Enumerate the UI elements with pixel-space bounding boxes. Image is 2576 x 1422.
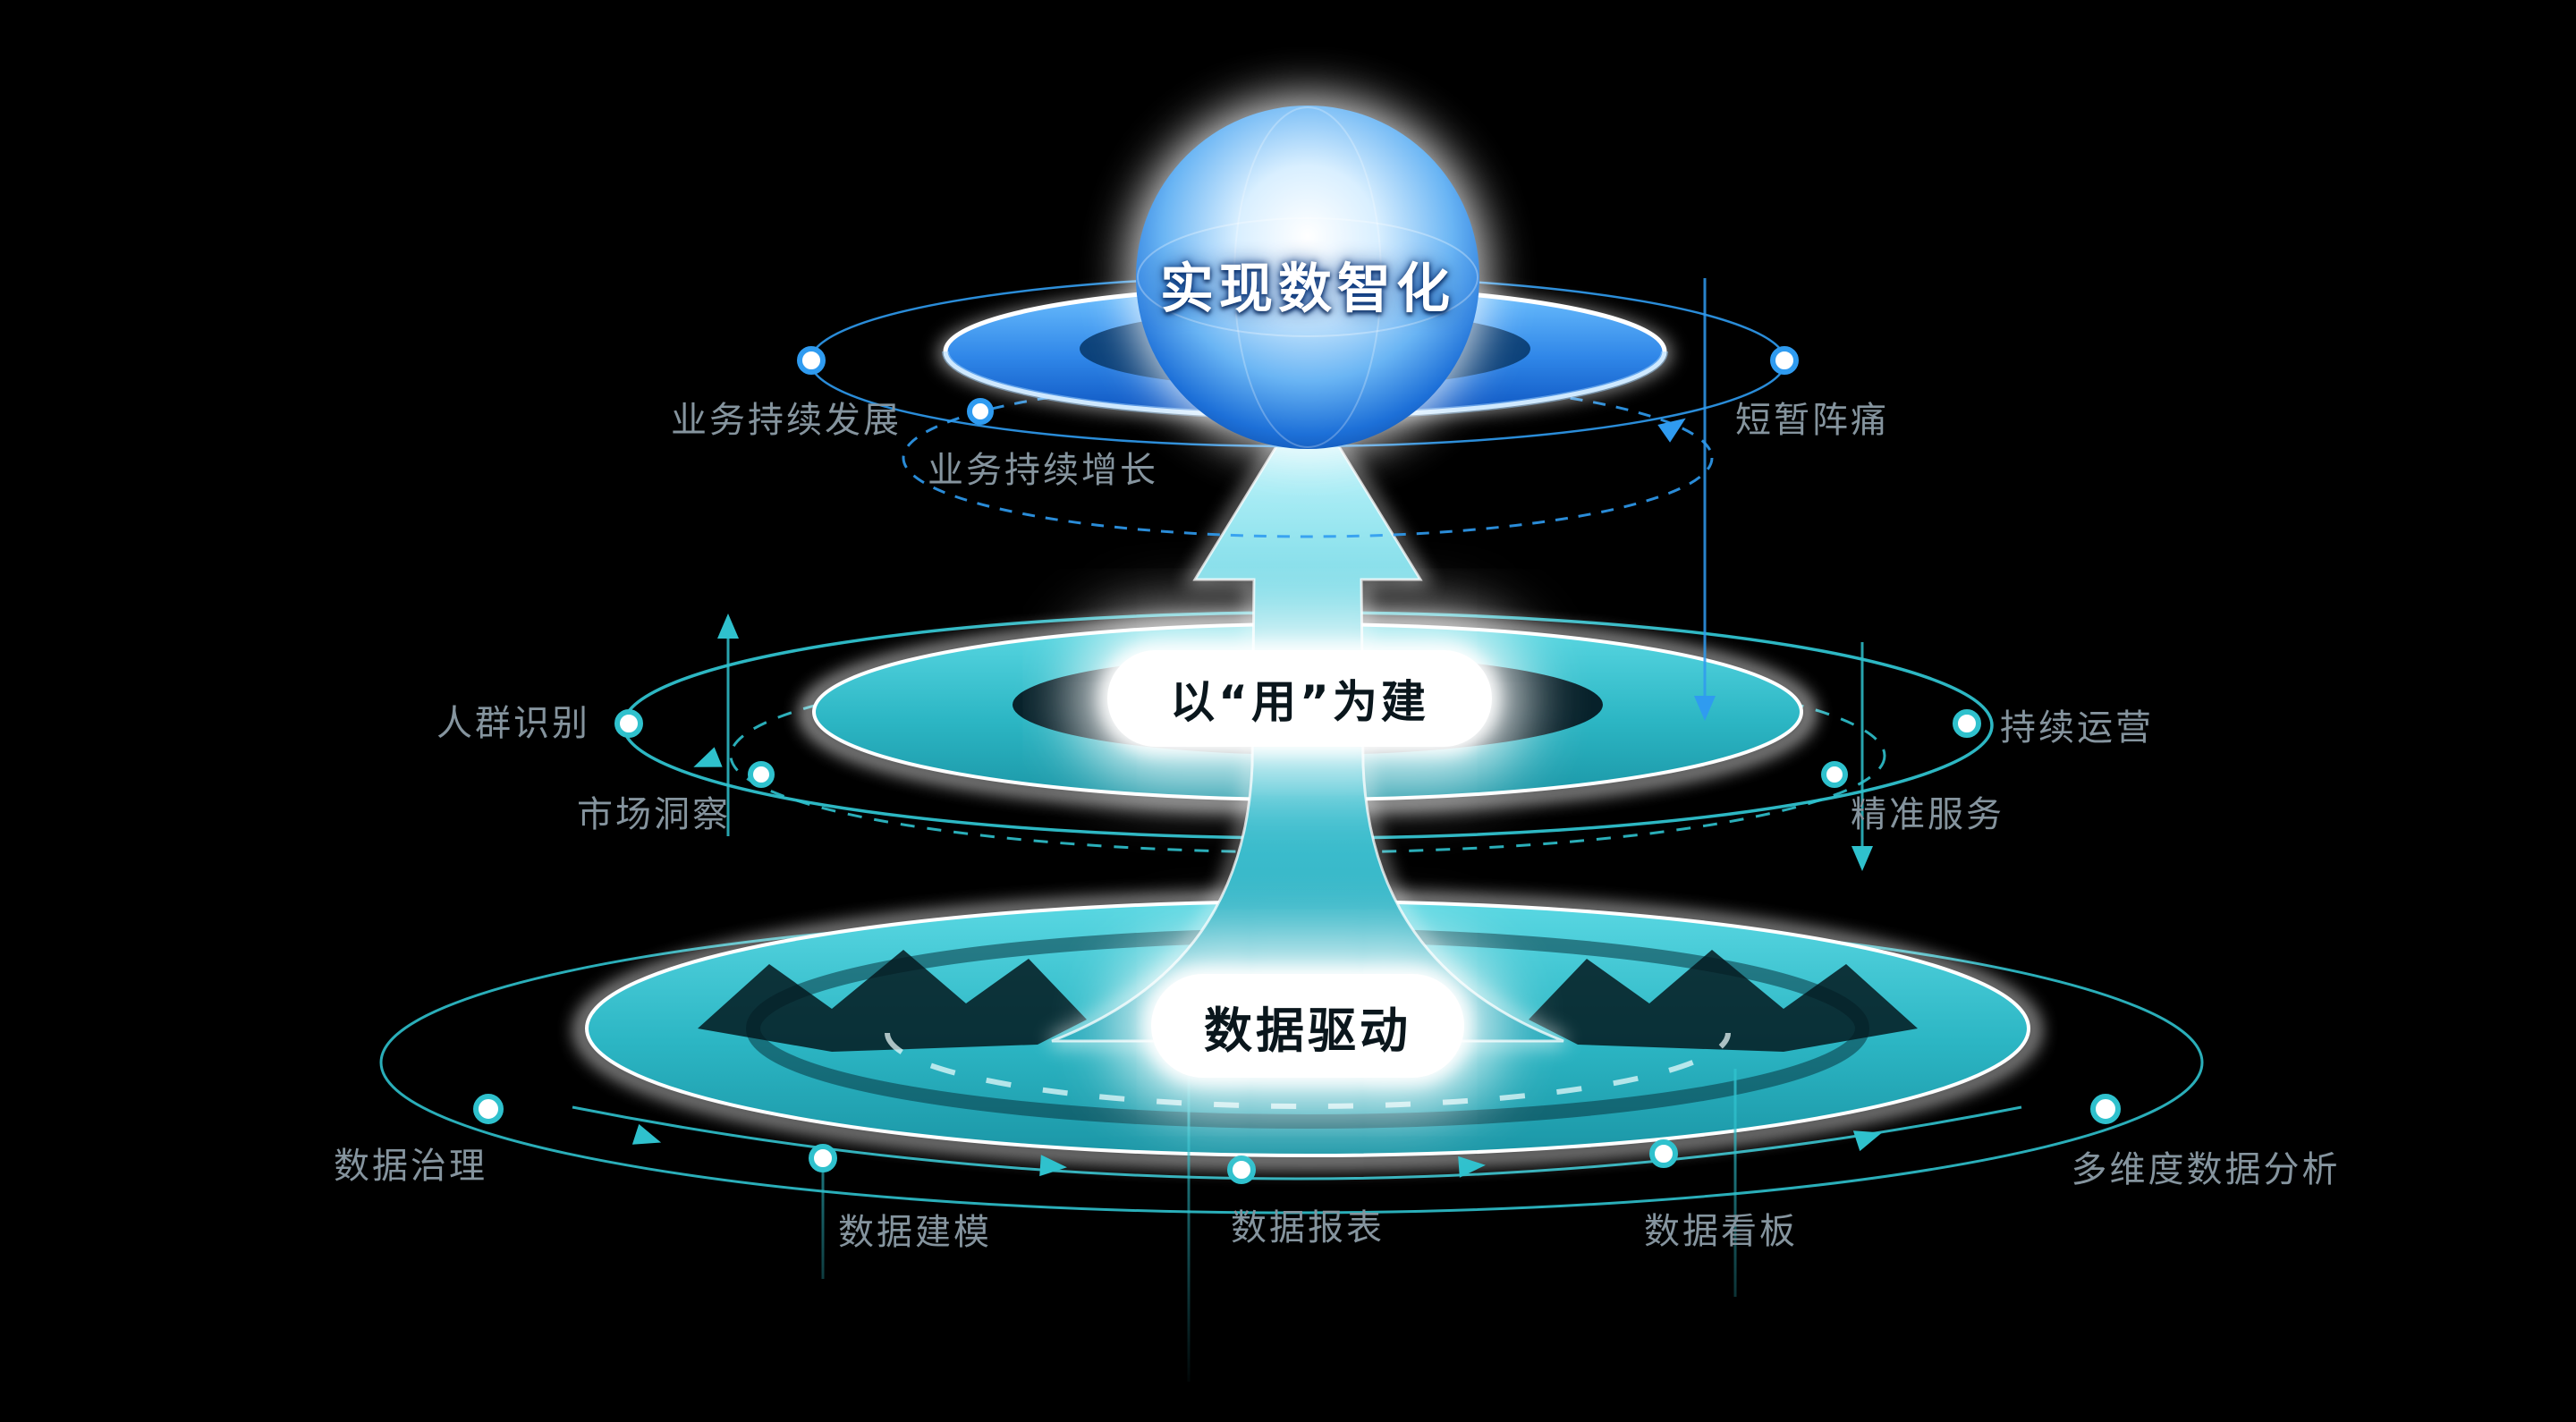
node-middle-dashed-right	[1821, 761, 1848, 788]
flow-arrow-bottom-4	[1852, 1130, 1883, 1152]
bottom-dashed-rim	[885, 1032, 1731, 1109]
node-bottom-arc-right	[1649, 1139, 1678, 1168]
label-business-growth: 业务持续增长	[928, 450, 1158, 491]
label-data-modeling: 数据建模	[838, 1212, 992, 1253]
top-dashed-orbit	[902, 377, 1714, 538]
flow-arrow-middle-left	[693, 747, 723, 767]
bottom-front-arc	[572, 1105, 2022, 1181]
orbit-flow-arrows	[631, 418, 1883, 1178]
title-digital-intelligence: 实现数智化	[1160, 258, 1455, 321]
label-multidim-analysis: 多维度数据分析	[2071, 1149, 2341, 1190]
connector-lines	[717, 278, 1873, 1382]
label-data-report: 数据报表	[1231, 1207, 1385, 1248]
node-middle-left	[614, 709, 643, 738]
node-top-right	[1770, 346, 1799, 375]
node-top-left	[797, 346, 826, 375]
bottom-zigzag-left	[698, 950, 1087, 1052]
label-data-dashboard: 数据看板	[1644, 1211, 1798, 1252]
flow-arrow-bottom-3	[1458, 1155, 1486, 1178]
node-bottom-left	[473, 1094, 504, 1124]
title-use-oriented: 以“用”为建	[1170, 676, 1429, 728]
label-short-term-pain: 短暂阵痛	[1735, 400, 1889, 441]
bottom-zigzag-right	[1529, 950, 1918, 1052]
orbit-nodes	[473, 346, 2121, 1184]
sphere-meridian-v	[1233, 106, 1382, 448]
label-data-governance: 数据治理	[334, 1146, 487, 1187]
arrowhead-mid-right-down	[1852, 846, 1873, 871]
label-precise-service: 精准服务	[1851, 794, 2004, 835]
top-tier	[809, 97, 1787, 538]
label-continuous-operation: 持续运营	[2000, 707, 2154, 749]
label-audience-identification: 人群识别	[436, 703, 590, 744]
label-market-insight: 市场洞察	[577, 794, 731, 835]
arrowhead-mid-left-up	[717, 614, 739, 639]
sphere-meridian-h	[1137, 217, 1479, 337]
node-middle-right	[1953, 709, 1981, 738]
node-middle-dashed-left	[748, 761, 775, 788]
flow-arrow-bottom-2	[1039, 1155, 1067, 1177]
node-bottom-arc-center	[1227, 1155, 1256, 1184]
title-data-driven: 数据驱动	[1204, 1002, 1411, 1059]
title-use-oriented-plaque: 以“用”为建	[1107, 650, 1492, 747]
sphere	[1136, 106, 1479, 449]
arrowhead-top-right-down	[1694, 696, 1716, 721]
title-data-driven-plaque: 数据驱动	[1151, 974, 1464, 1078]
flow-arrow-top-dashed	[1657, 418, 1686, 443]
node-bottom-right	[2090, 1094, 2121, 1124]
label-business-development: 业务持续发展	[671, 400, 902, 441]
node-bottom-arc-left	[809, 1144, 837, 1172]
flow-arrow-bottom-1	[631, 1123, 662, 1145]
node-top-dashed-left	[967, 398, 994, 425]
